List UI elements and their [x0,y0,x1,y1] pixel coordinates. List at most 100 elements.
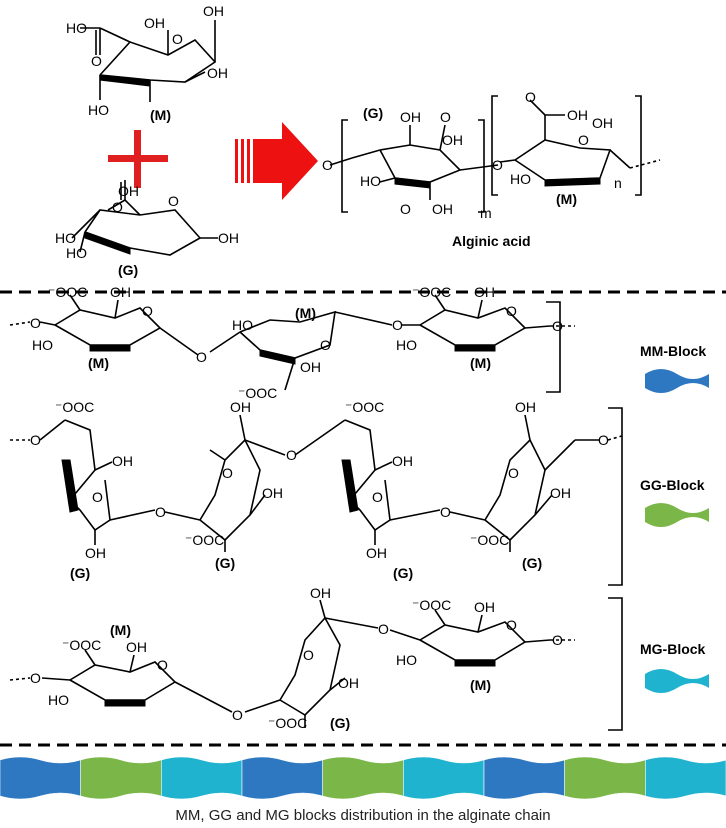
polymer-g-label: (G) [363,105,383,121]
poly-cooh-o-label: O [400,201,411,217]
m-ring-o-label: O [172,31,183,47]
gg-o-end-label: O [598,432,609,448]
gg-oh-7-label: OH [515,399,536,415]
chain-segment-gg [80,756,162,800]
mg-oh-1-label: OH [126,639,147,655]
mm-ring-o-2-label: O [320,337,331,353]
mm-ho-3-label: HO [396,337,417,353]
mm-unit-label-3: (M) [470,355,491,371]
poly-oh-1-label: OH [400,109,421,125]
g-cooh-oh-label: OH [118,183,139,199]
mg-carboxylate-3-label: ⁻OOC [412,597,451,613]
gg-oh-6-label: OH [366,545,387,561]
subscript-m: m [480,205,492,221]
plus-icon [108,130,168,188]
mg-unit-label-3: (M) [470,677,491,693]
mg-unit-label-2: (G) [330,715,350,731]
mm-ho-2-label: HO [232,317,253,333]
mg-block-structure: O ⁻OOC OH O HO O OH O OH ⁻OOC O ⁻OOC OH … [9,585,623,731]
mm-oh-3-label: OH [474,284,495,300]
mg-o-end-label: O [552,632,563,648]
gg-unit-label-4: (G) [522,555,542,571]
monomer-m-label: (M) [150,107,171,123]
subscript-n: n [614,175,622,191]
mg-ho-1-label: HO [48,692,69,708]
mg-oh-4-label: OH [474,599,495,615]
gg-ring-o-3-label: O [372,489,383,505]
polymer-m-label: (M) [556,191,577,207]
poly-m-oh-label: OH [592,115,613,131]
legend-mg-label: MG-Block [640,641,706,657]
chain-segment-gg [322,756,404,800]
mg-ring-o-3-label: O [506,617,517,633]
poly-o-bridge-label: O [492,157,503,173]
mg-ring-o-1-label: O [157,657,168,673]
gg-unit-label-3: (G) [393,565,413,581]
chain-caption: MM, GG and MG blocks distribution in the… [175,807,550,824]
m-cooh-o-label: O [91,53,102,69]
mm-o-2-label: O [196,349,207,365]
m-cooh-ho-label: HO [66,20,87,36]
legend-mm-label: MM-Block [640,343,706,359]
mg-ho-2-label: HO [396,652,417,668]
product-name: Alginic acid [452,233,531,249]
mm-unit-label-1: (M) [88,355,109,371]
g-ring-o-label: O [168,193,179,209]
poly-m-cooh-oh-label: OH [567,107,588,123]
mm-unit-label-2: (M) [295,305,316,321]
m-anomeric-oh-label: OH [203,3,224,19]
legend-gg-label: GG-Block [640,477,705,493]
gg-block-wave-icon [645,503,709,527]
gg-ring-o-1-label: O [92,489,103,505]
mm-carboxylate-1-label: ⁻OOC [48,284,87,300]
g-ho-bottom-label: HO [66,245,87,261]
m-ho-label: HO [88,102,109,118]
gg-oh-3-label: OH [230,399,251,415]
m-oh-right-label: OH [207,65,228,81]
gg-o-bridge-3-label: O [440,504,451,520]
alginate-chain-band [0,756,726,800]
monomer-g-structure: OH O O HO OH HO [55,180,239,261]
mm-o-3-label: O [392,317,403,333]
mg-block-wave-icon [645,669,709,693]
mg-unit-label-1: (M) [110,622,131,638]
monomer-m-structure: HO O OH O OH OH HO [66,3,228,118]
mg-o-1-label: O [30,670,41,686]
m-oh-label: OH [144,15,165,31]
mm-ring-o-3-label: O [506,303,517,319]
mg-carboxylate-2-label: ⁻OOC [268,715,307,731]
reaction-arrow-icon [235,122,318,200]
chain-segment-mg [161,756,243,800]
gg-unit-label-1: (G) [70,565,90,581]
mm-block-wave-icon [645,369,709,393]
gg-carboxylate-1-label: ⁻OOC [55,399,94,415]
poly-o-left-label: O [322,157,333,173]
mm-oh-2-label: OH [300,359,321,375]
chain-segment-gg [564,756,646,800]
mm-oh-1-label: OH [110,284,131,300]
chain-segment-mm [483,756,565,800]
alginic-acid-structure: O OH O OH HO O OH O O OH O OH HO m n [322,89,661,221]
mm-carboxylate-2-label: ⁻OOC [238,385,277,401]
gg-oh-8-label: OH [550,485,571,501]
gg-oh-5-label: OH [392,453,413,469]
poly-cooh-oh-label: OH [432,201,453,217]
mm-carboxylate-3-label: ⁻OOC [412,284,451,300]
gg-carboxylate-3-label: ⁻OOC [345,399,384,415]
g-cooh-o-label: O [112,199,123,215]
chain-segment-mg [403,756,485,800]
gg-carboxylate-2-label: ⁻OOC [185,532,224,548]
gg-ring-o-4-label: O [508,465,519,481]
chain-segment-mg [645,756,726,800]
gg-o-bridge-1-label: O [155,504,166,520]
mg-o-bridge-1-label: O [232,707,243,723]
gg-block-structure: O ⁻OOC OH O OH O OH O OH ⁻OOC O ⁻OOC OH … [10,399,626,586]
gg-unit-label-2: (G) [215,555,235,571]
chain-segment-mm [241,756,323,800]
gg-o-bridge-2-label: O [286,447,297,463]
mg-o-bridge-2-label: O [378,621,389,637]
poly-m-ho-label: HO [510,171,531,187]
mg-oh-2-label: OH [310,585,331,601]
mg-carboxylate-1-label: ⁻OOC [62,637,101,653]
